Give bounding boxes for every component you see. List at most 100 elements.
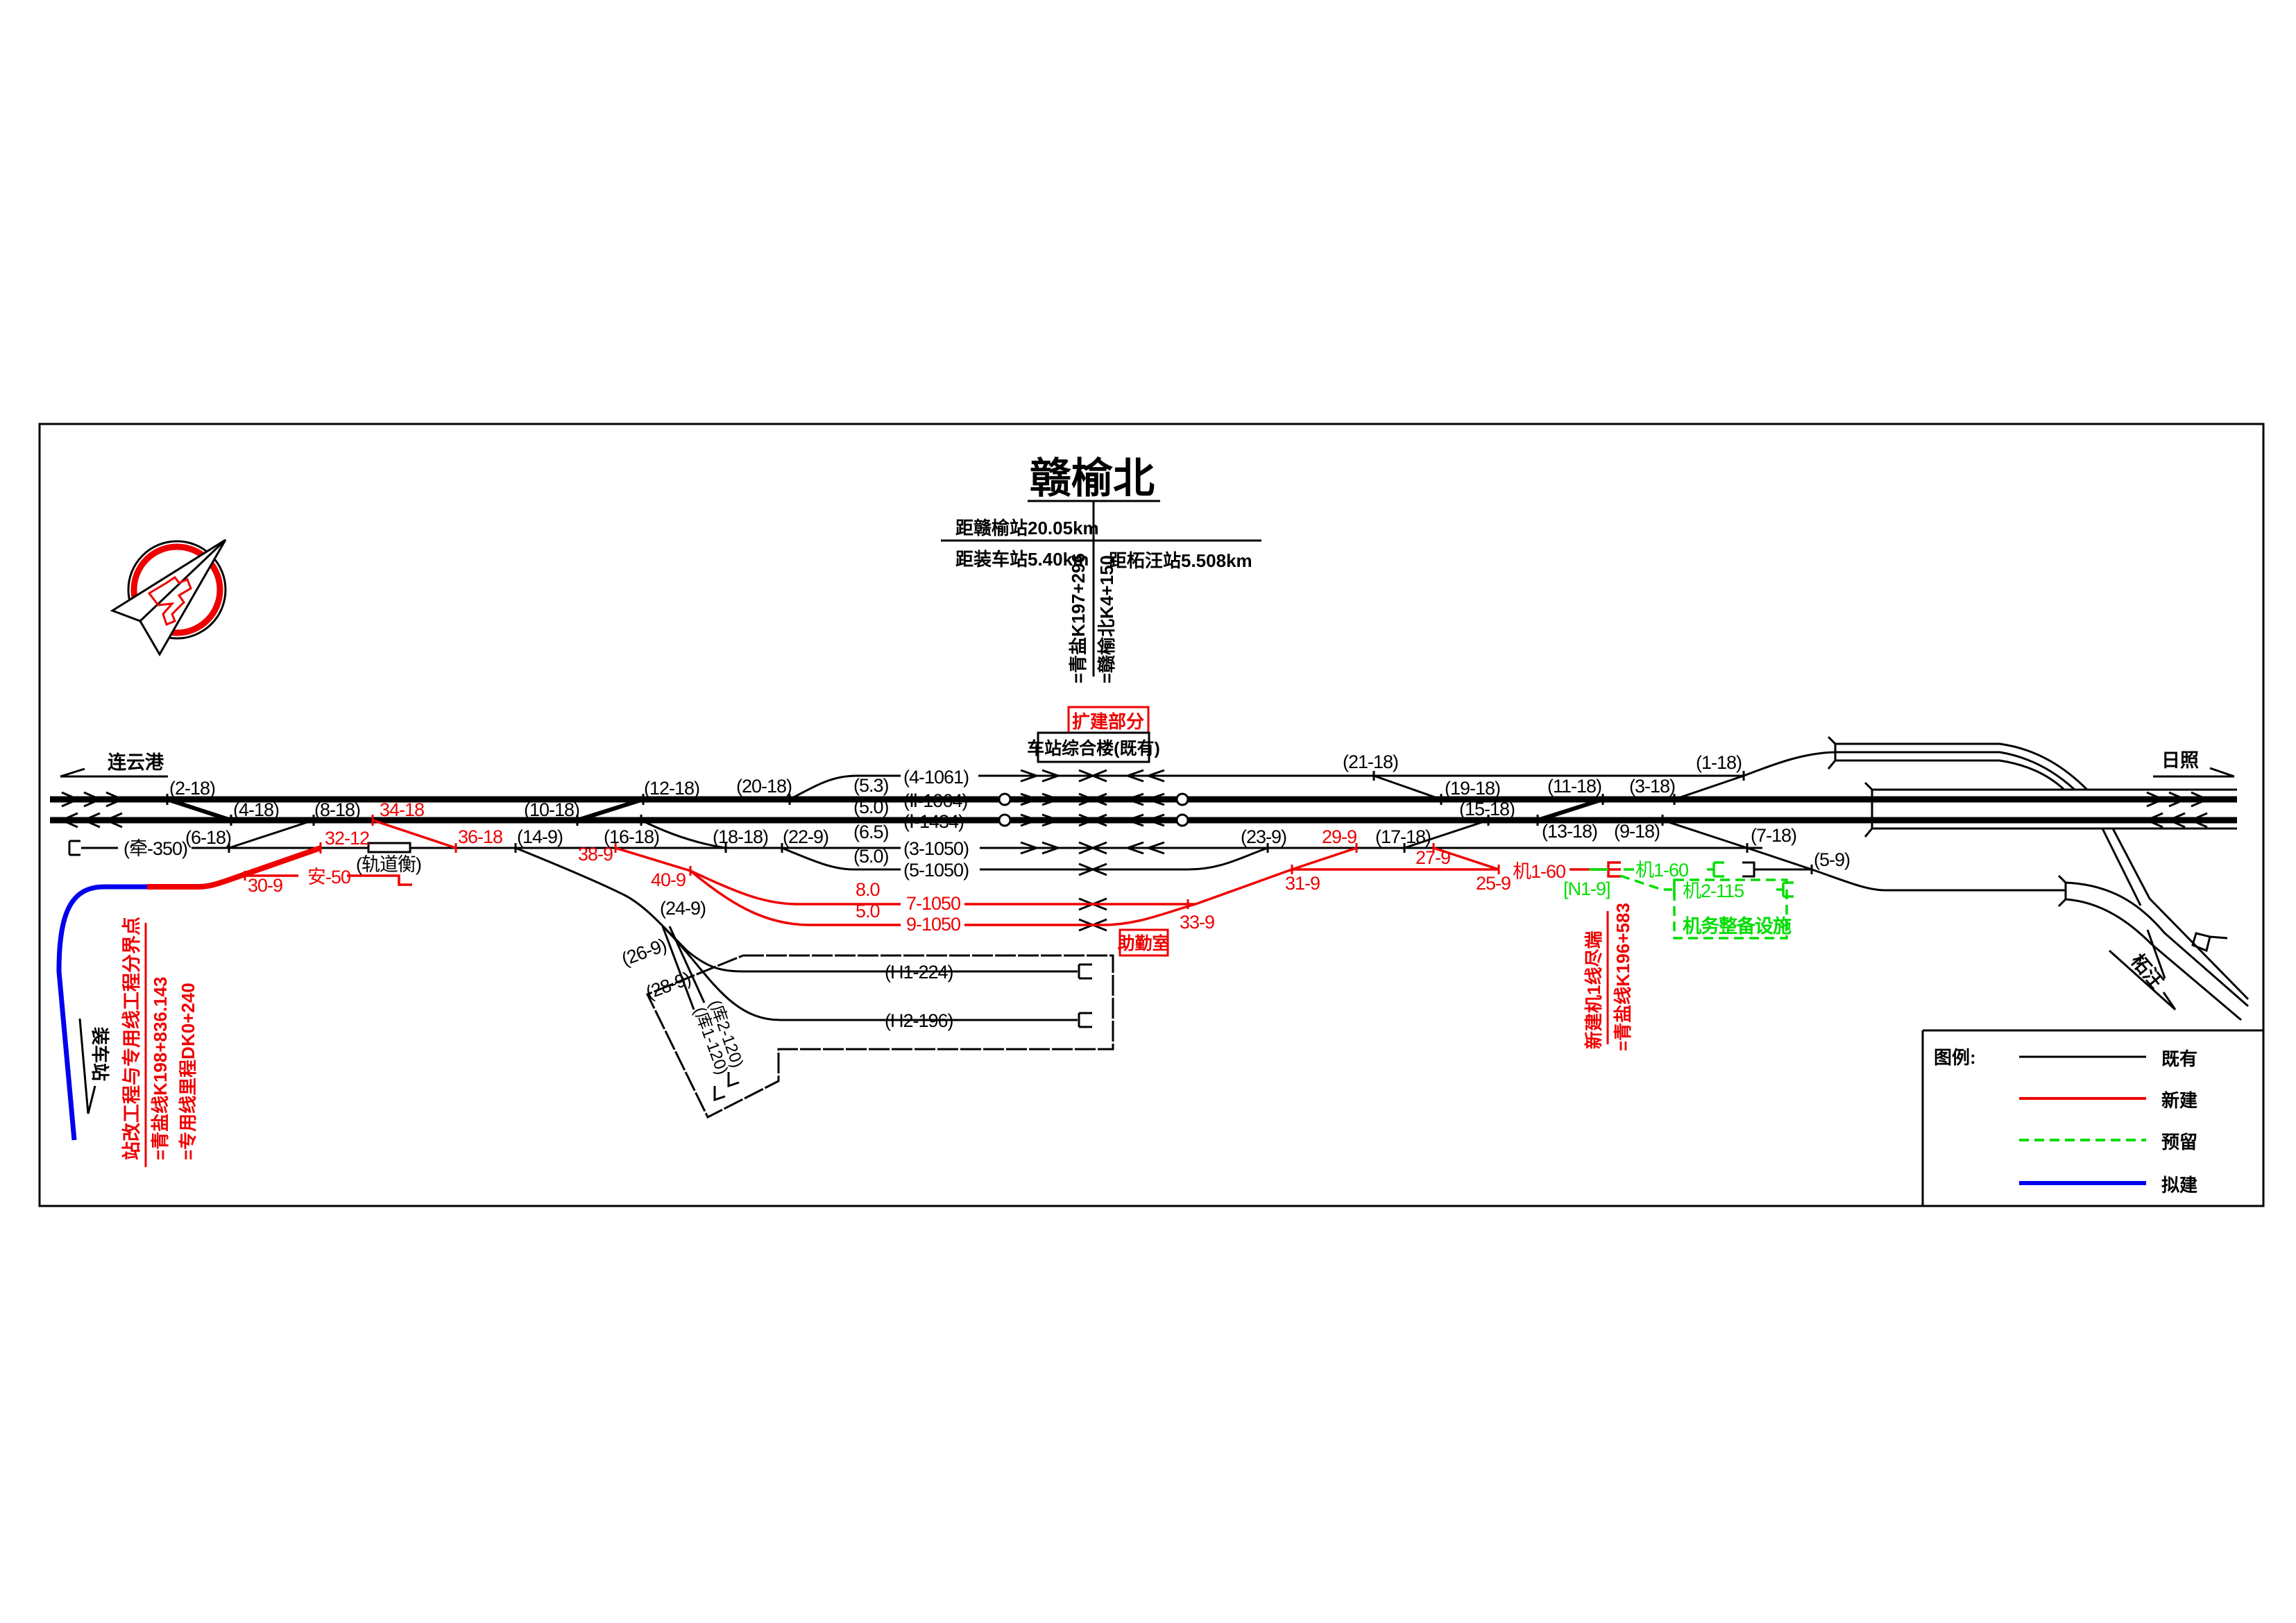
s25-9-label: 25-9: [1476, 873, 1511, 894]
s3-18-label: (3-18): [1629, 776, 1675, 797]
s9-18-label: (9-18): [1614, 821, 1660, 842]
left-label: 连云港: [108, 751, 164, 773]
boundary-qy-label: =青盐线K198+836.143: [150, 976, 171, 1160]
s14-9-label: (14-9): [517, 826, 563, 847]
s31-9-label: 31-9: [1285, 873, 1320, 894]
depot-label: 机务整备设施: [1683, 916, 1792, 937]
g50b-label: (5.0): [853, 846, 889, 867]
s24-9-label: (24-9): [660, 898, 706, 919]
s26-9-label: (26-9): [619, 935, 669, 970]
mileage-ganyubei: =赣榆北K4+150: [1096, 555, 1117, 683]
track-I-label: (Ⅰ-1434): [903, 811, 964, 832]
s11-18-label: (11-18): [1547, 776, 1601, 797]
distance-zhewang: 距柘汪站5.508km: [1109, 550, 1252, 571]
right-label: 日照: [2161, 750, 2199, 771]
track-scale-icon: [367, 842, 411, 853]
n19-label: [N1-9]: [1563, 878, 1610, 899]
track-4: [789, 751, 1836, 801]
s28-9-label: (28-9): [643, 968, 693, 1003]
an50-label: 安-50: [307, 867, 350, 887]
s32-12-label: 32-12: [325, 828, 369, 849]
s12-18-label: (12-18): [644, 778, 699, 799]
legend-title: 图例:: [1934, 1047, 1976, 1068]
track-5: [781, 847, 1268, 871]
s29-9-label: 29-9: [1322, 826, 1357, 847]
label-label: 新建: [2161, 1090, 2197, 1111]
s2-18-label: (2-18): [169, 778, 215, 799]
track-h2-label: (H2-196): [885, 1010, 953, 1031]
expansion-label: 扩建部分: [1072, 711, 1144, 732]
ji160g-label: 机1-60: [1635, 860, 1688, 881]
freight-yard: (H1-224) (H2-196) (库1-120) (库2-120): [515, 847, 1114, 1119]
boundary-note: 站改工程与专用线工程分界点 =青盐线K198+836.143 =专用线里程DK0…: [78, 917, 198, 1167]
end-ji1-qy-label: =青盐线K196+583: [1613, 903, 1633, 1051]
distance-ganyu: 距赣榆站20.05km: [955, 518, 1099, 538]
boundary-label: 站改工程与专用线工程分界点: [121, 917, 142, 1160]
end-ji1-label: 新建机1线尽端: [1583, 931, 1604, 1049]
s20-18-label: (20-18): [736, 776, 792, 797]
s8-18-label: (8-18): [314, 799, 360, 820]
s7-18-label: (7-18): [1751, 825, 1796, 846]
direction-rizhao: 日照: [2153, 750, 2235, 778]
ji2115-label: 机2-115: [1683, 881, 1744, 901]
track-4-label: (4-1061): [903, 767, 969, 788]
track-scale-label: (轨道衡): [356, 854, 421, 875]
track-9-label: 9-1050: [906, 914, 960, 935]
ji1-end-note: 新建机1线尽端 =青盐线K196+583: [1583, 903, 1633, 1051]
track-7-label: 7-1050: [906, 893, 960, 914]
s19-18-label: (19-18): [1445, 778, 1500, 799]
s17-18-label: (17-18): [1375, 826, 1431, 847]
s1-18-label: (1-18): [1696, 752, 1742, 773]
s5-9-label: (5-9): [1814, 849, 1850, 870]
drawing-frame: [38, 423, 2265, 1207]
g50a-label: (5.0): [853, 797, 889, 817]
direction-lianyungang: 连云港: [60, 751, 168, 778]
station-building: 车站综合楼(既有): [1027, 738, 1160, 758]
g50c-label: 5.0: [856, 901, 880, 921]
label-label: 拟建: [2161, 1175, 2197, 1196]
s15-18-label: (15-18): [1459, 799, 1515, 819]
g65-label: (6.5): [853, 822, 889, 842]
s21-18-label: (21-18): [1343, 751, 1398, 772]
s30-9-label: 30-9: [248, 875, 282, 896]
signal-icon: [998, 792, 1189, 827]
track-qian-label: (牵-350): [124, 838, 187, 859]
s22-9-label: (22-9): [783, 826, 828, 847]
proposed-line: [56, 884, 147, 1141]
track-labels: (5.3) (4-1061) (Ⅱ-1064) (5.0) (Ⅰ-1434) (…: [124, 767, 1792, 937]
new-tracks: 助勤室: [147, 815, 1621, 957]
direction-zhuangche: 装车站: [90, 1027, 110, 1081]
railway-logo: [110, 538, 227, 656]
g80-label: 8.0: [856, 879, 880, 900]
s23-9-label: (23-9): [1241, 826, 1286, 847]
s33-9-label: 33-9: [1180, 912, 1214, 933]
s6-18-label: (6-18): [185, 827, 231, 848]
bumper-qian: [68, 840, 80, 856]
track-3-label: (3-1050): [903, 838, 969, 859]
track-5-label: (5-1050): [903, 860, 969, 881]
label-label: 预留: [2161, 1132, 2197, 1153]
label-label: 既有: [2161, 1048, 2197, 1069]
s34-18-label: 34-18: [380, 799, 424, 820]
boundary-dk-label: =专用线里程DK0+240: [178, 983, 198, 1160]
s18-18-label: (18-18): [713, 826, 768, 847]
station-name: 赣榆北: [1030, 455, 1155, 502]
reserved-tracks: [1589, 861, 1794, 940]
s13-18-label: (13-18): [1542, 821, 1597, 842]
distance-zhuangche: 距装车站5.40km: [955, 549, 1089, 570]
track-h1-label: (H1-224): [885, 962, 953, 983]
bridges-right: 柘汪: [1827, 736, 2250, 1021]
station-tracks: [68, 751, 2066, 932]
s36-18-label: 36-18: [458, 826, 502, 847]
s38-9-label: 38-9: [578, 844, 613, 865]
s27-9-label: 27-9: [1415, 847, 1450, 868]
track-II-label: (Ⅱ-1064): [903, 790, 967, 811]
mileage-qingyan: =青盐K197+296: [1068, 553, 1089, 683]
g53-label: (5.3): [853, 775, 889, 796]
s10-18-label: (10-18): [524, 799, 579, 820]
s4-18-label: (4-18): [233, 799, 279, 820]
ji160-label: 机1-60: [1513, 861, 1565, 882]
s16-18-label: (16-18): [604, 826, 659, 847]
s40-9-label: 40-9: [651, 869, 686, 890]
